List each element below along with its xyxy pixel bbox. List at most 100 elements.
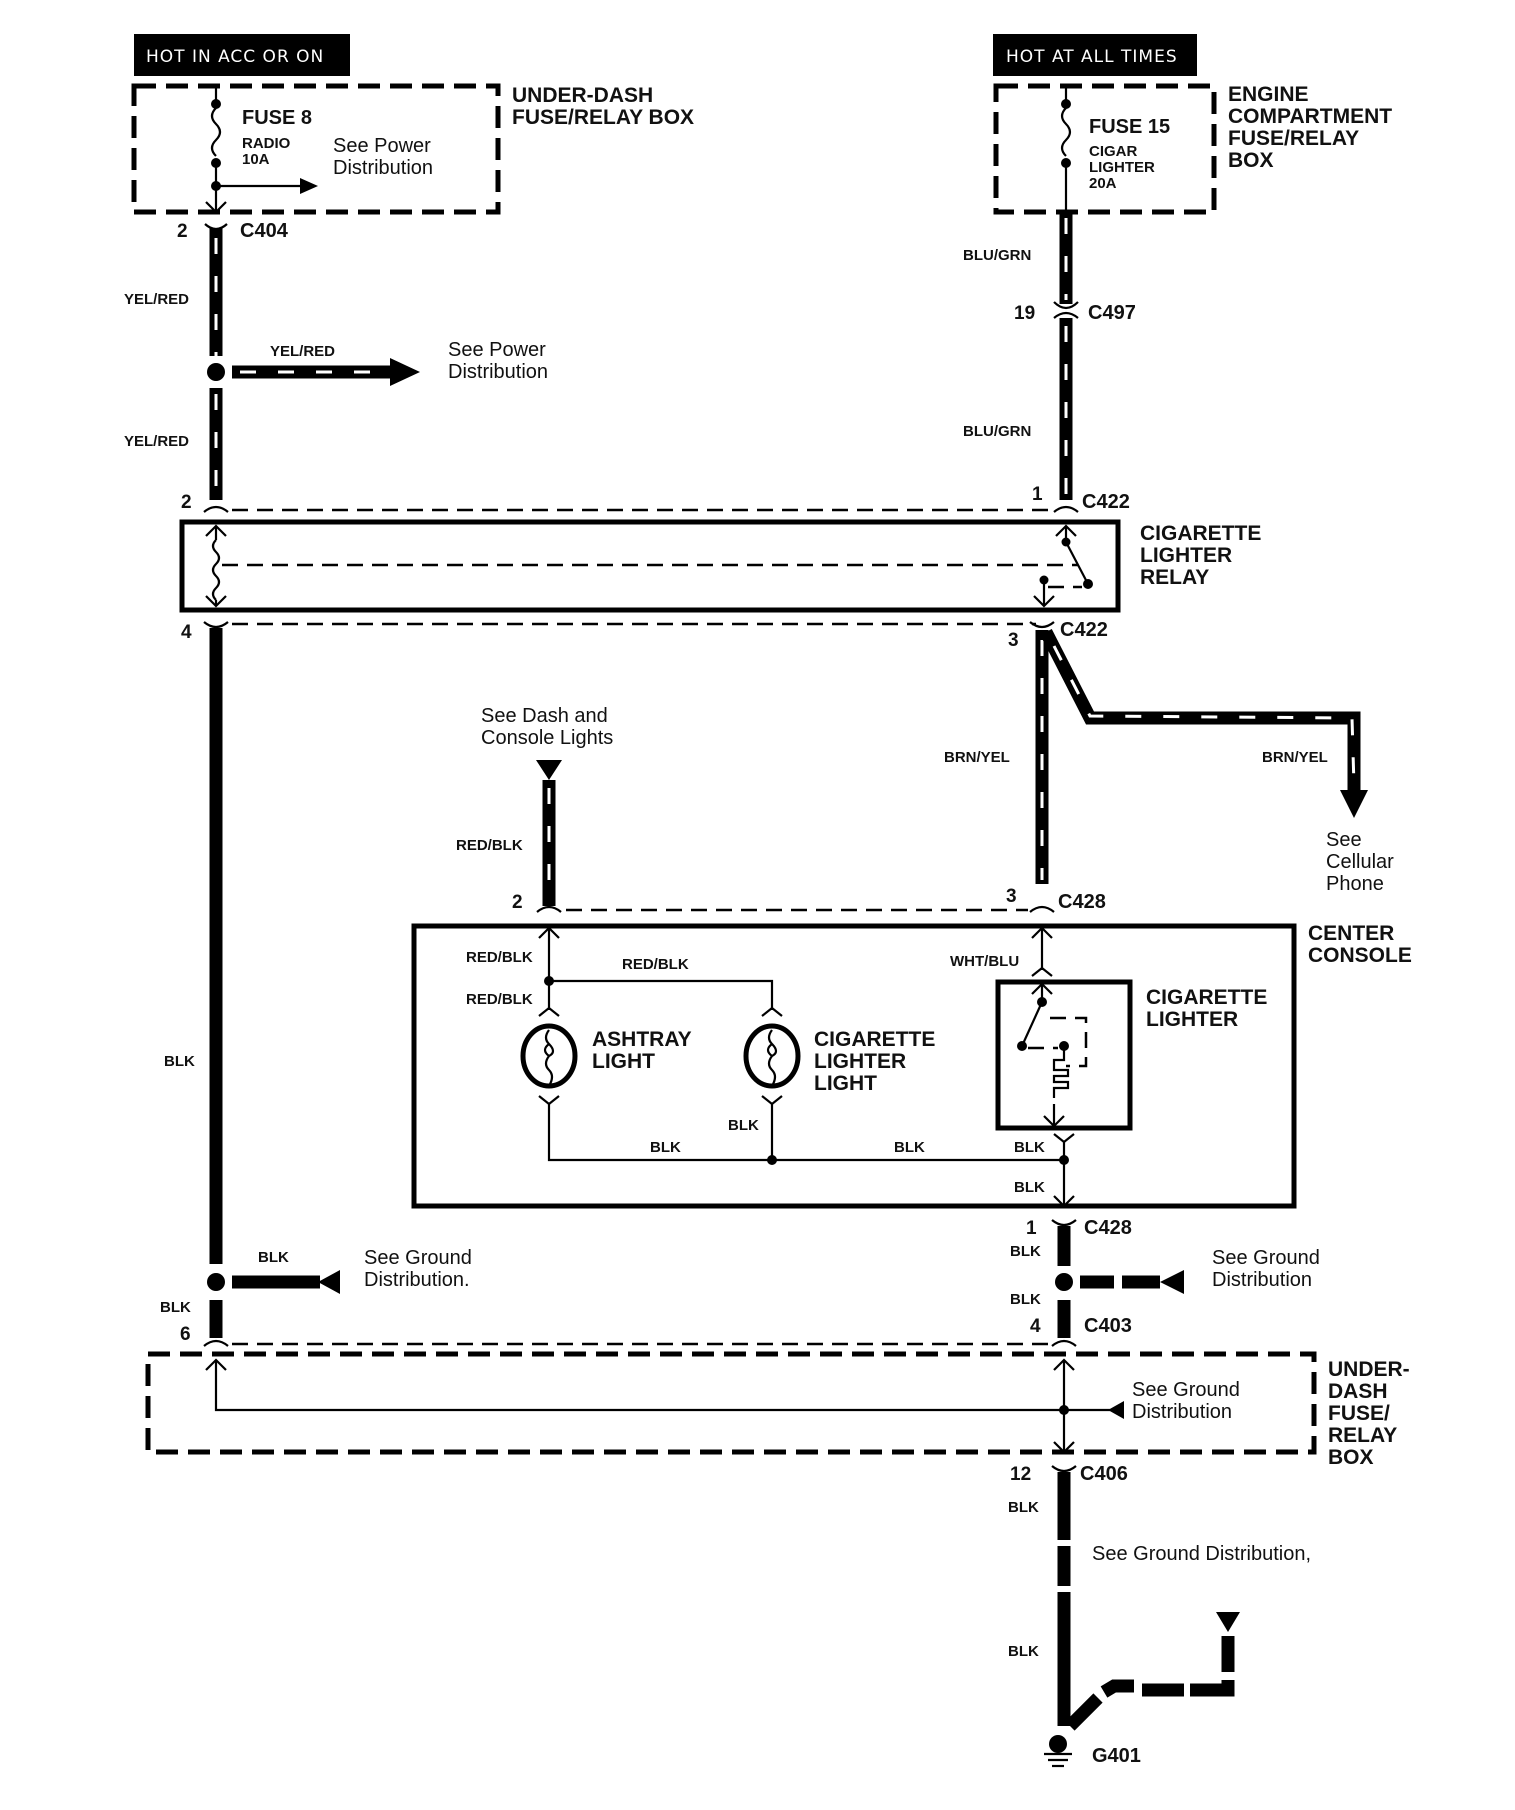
c404-name: C404 — [240, 220, 289, 242]
arrow-down-icon — [1043, 1115, 1065, 1128]
relay-label-3: RELAY — [1140, 566, 1209, 589]
console-label-1: CENTER — [1308, 922, 1394, 945]
wire-label: RED/BLK — [466, 991, 533, 1008]
fuse8-circuit: RADIO — [242, 135, 291, 152]
connector-icon — [538, 1095, 560, 1106]
fuse8-terminal-top — [211, 99, 221, 109]
ud-box-label-1: UNDER- — [1328, 1358, 1410, 1381]
header-bg-acc — [134, 34, 350, 76]
power-dist-note-line1: See Power — [448, 339, 546, 361]
fuse8-note-line1: See Power — [333, 135, 431, 157]
wire-label: BLK — [650, 1139, 681, 1156]
c406-name: C406 — [1080, 1463, 1128, 1485]
c403-right-pin: 4 — [1030, 1316, 1041, 1337]
wire-label: RED/BLK — [466, 949, 533, 966]
ground-note-right-2: Distribution — [1212, 1269, 1312, 1291]
fuse15-circuit-2: LIGHTER — [1089, 159, 1155, 176]
c422-pin1-icon — [1053, 505, 1079, 513]
ud-box-label-3: FUSE/ — [1328, 1402, 1390, 1425]
wire-label: BLK — [894, 1139, 925, 1156]
c422-top-left-pin: 2 — [181, 492, 192, 513]
c403-pin6-icon — [203, 1339, 229, 1347]
ground-box-note-2: Distribution — [1132, 1401, 1232, 1423]
engine-box-label-4: BOX — [1228, 149, 1274, 172]
c422-pin4-icon — [203, 621, 229, 629]
c422-pin3-icon — [1029, 621, 1055, 629]
wire-label: WHT/BLU — [950, 953, 1019, 970]
c404-pin: 2 — [177, 221, 188, 242]
inner-wire — [549, 979, 774, 1010]
filament-icon — [543, 1029, 555, 1087]
ground-bus-wire — [214, 1360, 1064, 1412]
ud-box-label-4: RELAY — [1328, 1424, 1397, 1447]
cigarette-lighter-light: CIGARETTE LIGHTER LIGHT — [743, 1006, 935, 1106]
cell-note-1: See — [1326, 829, 1362, 851]
c406-pin: 12 — [1010, 1464, 1031, 1485]
relay-label-1: CIGARETTE — [1140, 522, 1261, 545]
fuse15-terminal-top — [1061, 99, 1071, 109]
ground-note-left-2: Distribution. — [364, 1269, 470, 1291]
wire-red-blk-dash: See Dash and Console Lights RED/BLK — [456, 705, 613, 906]
wire-label: BLK — [1010, 1291, 1041, 1308]
ground-note-left-1: See Ground — [364, 1247, 472, 1269]
splice-dot — [207, 363, 225, 381]
c422-bottom-right-pin: 3 — [1008, 630, 1019, 651]
splice-dot — [1059, 1155, 1069, 1165]
connector-c428-top: 2 3 C428 — [512, 886, 1106, 913]
power-dist-note-line2: Distribution — [448, 361, 548, 383]
connector-icon — [1053, 1133, 1075, 1144]
arrow-down-icon — [1053, 1441, 1075, 1454]
splice-dot — [207, 1273, 225, 1291]
wire-blk-right: 1 C428 BLK BLK See Ground Distribution — [1010, 1217, 1320, 1338]
wire-label: BLK — [1014, 1139, 1045, 1156]
wire-label: BLK — [728, 1117, 759, 1134]
wire-label: BLK — [1008, 1643, 1039, 1660]
switch-contact — [1017, 1041, 1027, 1051]
under-dash-box-bottom-outline — [145, 1351, 1317, 1455]
connector-c403: 6 4 C403 — [180, 1315, 1132, 1347]
ud-box-label-5: BOX — [1328, 1446, 1374, 1469]
c428-pin1-icon — [1051, 1219, 1077, 1227]
lighter-label-2: LIGHTER — [1146, 1008, 1238, 1031]
lighter-body — [995, 979, 1133, 1131]
c497-female-icon — [1053, 301, 1079, 310]
c497-name: C497 — [1088, 302, 1136, 324]
cl-light-label-2: LIGHTER — [814, 1050, 906, 1073]
cigarette-lighter: CIGARETTE LIGHTER — [995, 979, 1267, 1131]
under-dash-box-label-2: FUSE/RELAY BOX — [512, 106, 694, 129]
wire-brn-yel: BRN/YEL BRN/YEL See Cellular Phone — [944, 629, 1394, 895]
c403-left-pin: 6 — [180, 1324, 191, 1345]
c428-top-name: C428 — [1058, 891, 1106, 913]
fuse8-note-line2: Distribution — [333, 157, 433, 179]
ground-arrow-icon — [318, 1270, 340, 1294]
center-console: CENTER CONSOLE RED/BLK RED/BLK RED/BLK A… — [411, 922, 1412, 1209]
splice-dot — [1055, 1273, 1073, 1291]
under-dash-box-outline — [131, 83, 501, 215]
wire-label: BRN/YEL — [1262, 749, 1328, 766]
wire-label: BLK — [1014, 1179, 1045, 1196]
header-acc-label: HOT IN ACC OR ON — [146, 47, 324, 67]
center-console-body — [411, 923, 1297, 1209]
cl-light-label-1: CIGARETTE — [814, 1028, 935, 1051]
connector-icon — [1031, 966, 1053, 977]
arrow-right-icon — [300, 178, 318, 194]
power-source-battery: HOT AT ALL TIMES — [993, 34, 1197, 76]
connector-c404: 2 C404 — [177, 220, 289, 242]
wire-stripe — [1052, 645, 1356, 787]
connector-icon — [761, 1095, 783, 1106]
fuse15-icon — [1060, 107, 1072, 157]
wire-yel-red-left: YEL/RED YEL/RED YEL/RED See Power Distri… — [124, 228, 548, 500]
engine-box-label-3: FUSE/RELAY — [1228, 127, 1359, 150]
wire-blk-left: BLK BLK BLK See Ground Distribution. — [160, 628, 472, 1338]
engine-box-label-1: ENGINE — [1228, 83, 1309, 106]
relay-label-2: LIGHTER — [1140, 544, 1232, 567]
wire-label: BLU/GRN — [963, 423, 1031, 440]
wire-label: BLK — [164, 1053, 195, 1070]
dash-note-2: Console Lights — [481, 727, 613, 749]
wire-label: BLU/GRN — [963, 247, 1031, 264]
connector-icon — [761, 1006, 783, 1017]
c422-top-right-pin: 1 — [1032, 484, 1043, 505]
arrow-right-icon — [390, 358, 420, 386]
relay-coil-icon — [211, 539, 221, 601]
